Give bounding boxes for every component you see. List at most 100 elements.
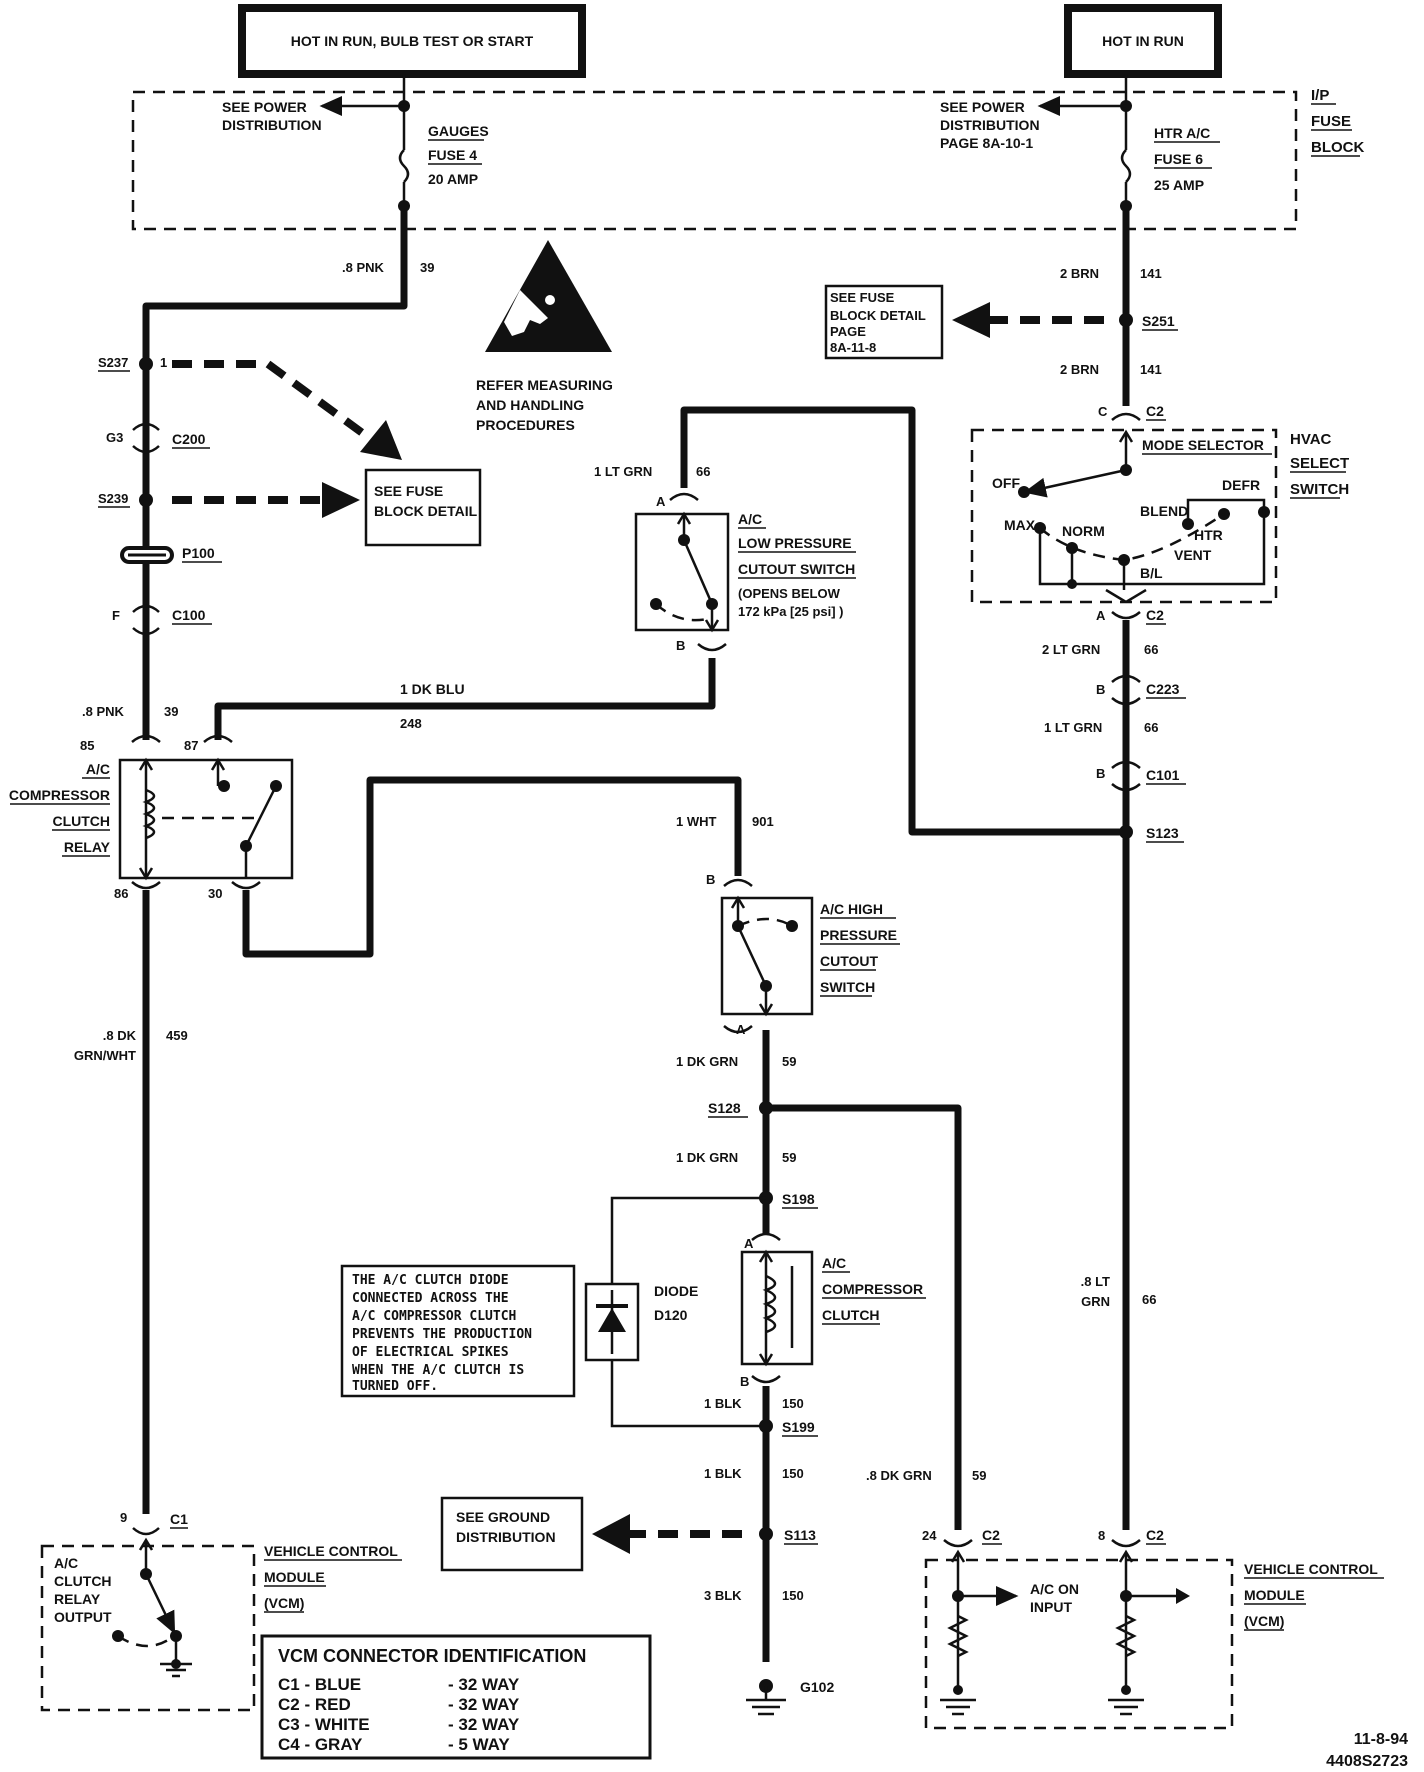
fuse-block-title-3: BLOCK bbox=[1311, 139, 1364, 156]
splice-s113 bbox=[759, 1527, 773, 1541]
wire-top-num: 39 bbox=[420, 260, 434, 275]
hvac-off-label: OFF bbox=[992, 475, 1020, 491]
relay-label-2: COMPRESSOR bbox=[9, 787, 110, 803]
high-pressure-label: A/C HIGH PRESSURE CUTOUT SWITCH bbox=[820, 901, 900, 997]
dkgrn-wire-label: 1 DK GRN bbox=[676, 1054, 738, 1069]
ltgrn08-label-2: GRN bbox=[1081, 1294, 1110, 1309]
hvac-title-2: SELECT bbox=[1290, 455, 1349, 472]
relay-output-2: CLUTCH bbox=[54, 1573, 112, 1589]
blk3-num: 150 bbox=[782, 1588, 804, 1603]
splice-s251 bbox=[1119, 313, 1133, 327]
header-left-text: HOT IN RUN, BULB TEST OR START bbox=[291, 33, 534, 49]
left-power-text-1: SEE POWER bbox=[222, 99, 307, 115]
mode-selector-label: MODE SELECTOR bbox=[1142, 437, 1264, 453]
hp-label-1: A/C HIGH bbox=[820, 901, 883, 917]
splice-s123 bbox=[1119, 825, 1133, 839]
hvac-max-label: MAX bbox=[1004, 517, 1036, 533]
connector-c223 bbox=[1111, 674, 1141, 706]
relay-output-4: OUTPUT bbox=[54, 1609, 112, 1625]
s113-arrow-icon bbox=[592, 1514, 630, 1554]
connector-c2-8 bbox=[1111, 1539, 1141, 1548]
s128-label: S128 bbox=[708, 1100, 741, 1116]
connector-table: VCM CONNECTOR IDENTIFICATION C1 - BLUE -… bbox=[260, 1634, 652, 1760]
diode-note-6: WHEN THE A/C CLUTCH IS bbox=[352, 1363, 524, 1378]
conn-row-2-id: C2 - RED bbox=[278, 1695, 351, 1714]
clutch-pin-b: B bbox=[740, 1374, 749, 1389]
c200-label: C200 bbox=[172, 431, 206, 447]
conn-row-3-id: C3 - WHITE bbox=[278, 1715, 370, 1734]
relay-pin-87: 87 bbox=[184, 738, 198, 753]
diode-note-1: THE A/C CLUTCH DIODE bbox=[352, 1273, 509, 1288]
blk2-label: 1 BLK bbox=[704, 1466, 742, 1481]
conn-row-3-way: - 32 WAY bbox=[448, 1715, 520, 1734]
hvac-norm-label: NORM bbox=[1062, 523, 1105, 539]
see-fuse-right-4: 8A-11-8 bbox=[830, 340, 876, 355]
clutch-label-1: A/C bbox=[822, 1255, 846, 1271]
connector-c2-top bbox=[1111, 412, 1141, 421]
c2-top-pin: C bbox=[1098, 404, 1108, 419]
splice-s237 bbox=[139, 357, 153, 371]
c223-label: C223 bbox=[1146, 681, 1180, 697]
see-ground-box bbox=[440, 1496, 584, 1572]
hvac-vent-label: VENT bbox=[1174, 547, 1212, 563]
wire-vcm-label-2: GRN/WHT bbox=[74, 1048, 136, 1063]
fuse6-text-1: HTR A/C bbox=[1154, 125, 1210, 141]
see-ground-1: SEE GROUND bbox=[456, 1509, 550, 1525]
vcm-left-label-1: VEHICLE CONTROL bbox=[264, 1543, 398, 1559]
c2-top-label: C2 bbox=[1146, 403, 1164, 419]
lt-grn-66-wire-lp bbox=[680, 406, 1126, 836]
dk-blu-num: 248 bbox=[400, 716, 422, 731]
clutch-label: A/C COMPRESSOR CLUTCH bbox=[822, 1255, 926, 1325]
connector-p100 bbox=[120, 546, 174, 564]
right-power-text-2: DISTRIBUTION bbox=[940, 117, 1040, 133]
relay-box bbox=[118, 734, 294, 890]
dkgrn-wire3-label: 1 DK GRN bbox=[676, 1150, 738, 1165]
high-pressure-switch bbox=[720, 878, 814, 1034]
connector-c101 bbox=[1111, 760, 1141, 792]
hp-label-4: SWITCH bbox=[820, 979, 875, 995]
brn1-num: 141 bbox=[1140, 266, 1162, 281]
left-power-text-2: DISTRIBUTION bbox=[222, 117, 322, 133]
s237-dashed-path bbox=[172, 360, 375, 444]
blk2-num: 150 bbox=[782, 1466, 804, 1481]
fuse-block-title-1: I/P bbox=[1311, 87, 1329, 104]
diode-note-box bbox=[340, 1264, 576, 1398]
ground-g102-icon bbox=[746, 1679, 786, 1716]
diode-d120 bbox=[584, 1282, 640, 1362]
dkgrn08-label: .8 DK GRN bbox=[866, 1468, 932, 1483]
diode-note-3: A/C COMPRESSOR CLUTCH bbox=[352, 1309, 516, 1324]
connector-c200 bbox=[132, 422, 160, 454]
s239-arrow-icon bbox=[322, 482, 360, 518]
header-right-text: HOT IN RUN bbox=[1102, 33, 1184, 49]
lp-label-1: A/C bbox=[738, 511, 762, 527]
wire-vcm-num: 459 bbox=[166, 1028, 188, 1043]
wire-top-label: .8 PNK bbox=[342, 260, 385, 275]
vcm-left-label: VEHICLE CONTROL MODULE (VCM) bbox=[264, 1543, 402, 1613]
blk1-label: 1 BLK bbox=[704, 1396, 742, 1411]
footer-code: 4408S2723 bbox=[1326, 1753, 1408, 1770]
hvac-title-3: SWITCH bbox=[1290, 481, 1349, 498]
relay-label-3: CLUTCH bbox=[52, 813, 110, 829]
esd-warning-icon bbox=[485, 240, 612, 352]
vcm-right-label-3: (VCM) bbox=[1244, 1613, 1284, 1629]
lp-note-1: (OPENS BELOW bbox=[738, 586, 841, 601]
wire-relay-label: .8 PNK bbox=[82, 704, 125, 719]
footer-date: 11-8-94 bbox=[1354, 1731, 1408, 1748]
hp-pin-b: B bbox=[706, 872, 715, 887]
diode-note: THE A/C CLUTCH DIODE CONNECTED ACROSS TH… bbox=[352, 1273, 532, 1394]
see-fuse-text-1: SEE FUSE bbox=[374, 483, 443, 499]
s237-label: S237 bbox=[98, 355, 128, 370]
hvac-title-1: HVAC bbox=[1290, 431, 1332, 448]
fuse-block-title-2: FUSE bbox=[1311, 113, 1351, 130]
c2-bottom-pin: A bbox=[1096, 608, 1106, 623]
right-power-text-3: PAGE 8A-10-1 bbox=[940, 135, 1033, 151]
relay-label-1: A/C bbox=[86, 761, 110, 777]
diode-note-2: CONNECTED ACROSS THE bbox=[352, 1291, 509, 1306]
s251-label: S251 bbox=[1142, 313, 1175, 329]
see-ground-2: DISTRIBUTION bbox=[456, 1529, 556, 1545]
see-fuse-block-box bbox=[364, 468, 482, 547]
diode-label-1: DIODE bbox=[654, 1283, 698, 1299]
diode-note-7: TURNED OFF. bbox=[352, 1379, 438, 1394]
fuse-block-outline bbox=[131, 90, 1298, 231]
header-left: HOT IN RUN, BULB TEST OR START bbox=[238, 4, 586, 78]
